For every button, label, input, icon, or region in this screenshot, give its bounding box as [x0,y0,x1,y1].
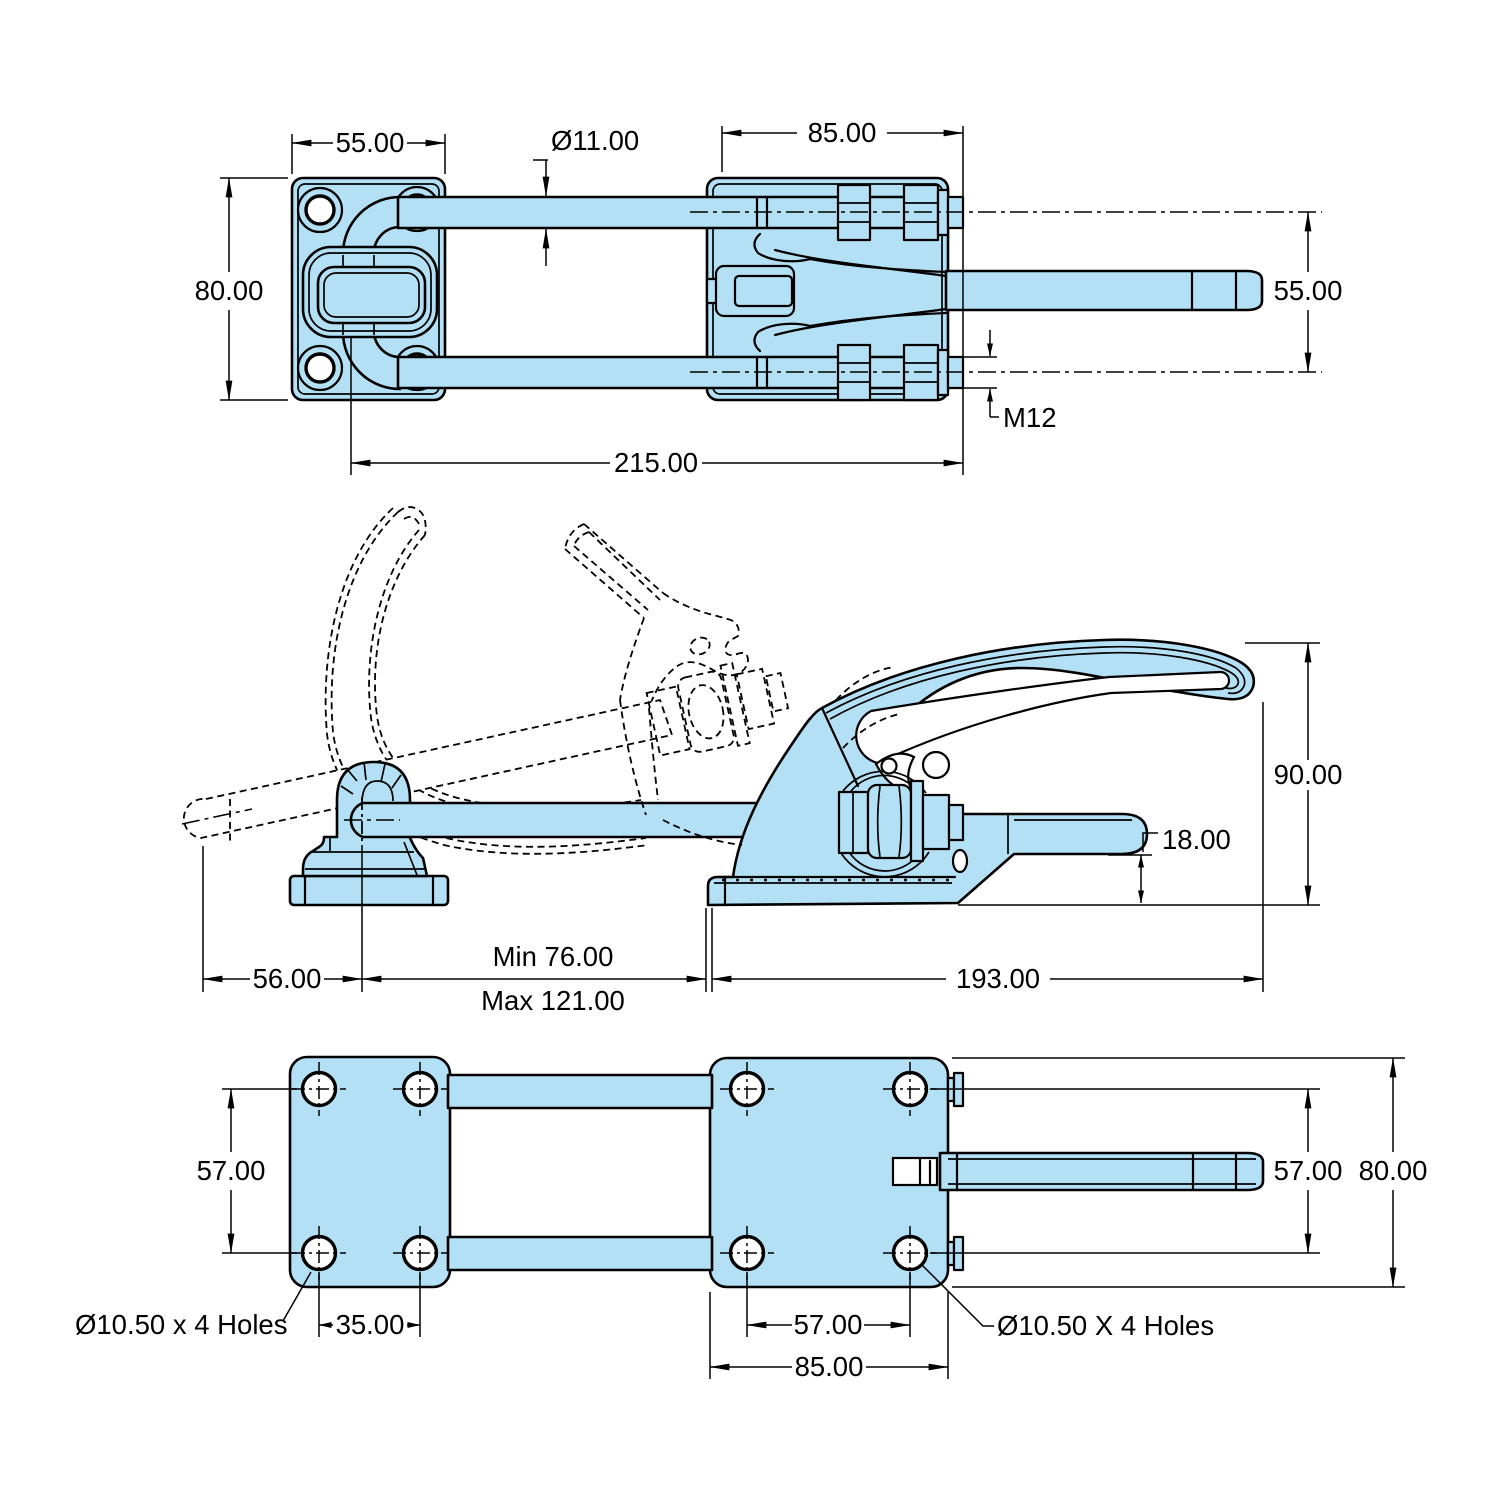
dim-reach-max-label: Max 121.00 [481,985,625,1016]
handle-bottom [938,1151,1265,1192]
dim-base-pitch-v-label: 57.00 [1274,1155,1343,1186]
side-view: 90.00 18.00 56.00 Min 76.00 Max 121.00 1… [181,506,1343,1016]
bottom-view-holes [292,1062,937,1280]
bottom-view: 57.00 35.00 Ø10.50 x 4 Holes 57.00 85.00… [75,1055,1428,1382]
note-base-holes-label: Ø10.50 X 4 Holes [997,1310,1214,1341]
top-view-dimensions: 55.00 Ø11.00 85.00 80.00 55.00 215.00 [195,117,1343,478]
side-view-dimensions: 90.00 18.00 56.00 Min 76.00 Max 121.00 1… [202,642,1343,1016]
phantom-links [619,666,900,846]
dim-body-width-label: 85.00 [808,117,877,148]
handle-top [944,269,1264,312]
toggle-horns [753,232,948,353]
keeper-catch [301,245,439,339]
top-view: 55.00 Ø11.00 85.00 80.00 55.00 215.00 [195,117,1343,478]
dim-plate-width-label: 55.00 [336,127,405,158]
dim-keeper-pitch-h-label: 35.00 [336,1309,405,1340]
dim-height-label: 90.00 [1274,759,1343,790]
clamp-side [706,638,1256,907]
dim-length-label: 193.00 [956,963,1040,994]
dim-base-pitch-h-label: 57.00 [794,1309,863,1340]
rod-lower-bottom [446,1235,714,1272]
rod-side [349,801,877,839]
note-keeper-holes-label: Ø10.50 x 4 Holes [75,1309,287,1340]
rod-upper-bottom [446,1073,714,1110]
pin-hole-small [880,757,898,775]
dim-grip-height-label: 18.00 [1162,824,1231,855]
dim-plate-height-label: 80.00 [195,275,264,306]
bottom-view-dimensions: 57.00 35.00 Ø10.50 x 4 Holes 57.00 85.00… [75,1057,1428,1382]
slot-hole [951,848,969,874]
nut-cluster [837,779,965,863]
hex-nuts-top [836,183,965,402]
tongue [705,264,796,318]
dim-handle-width-label: 55.00 [1274,275,1343,306]
dim-overall-length-label: 215.00 [614,447,698,478]
dim-rod-dia-label: Ø11.00 [551,125,639,156]
dim-thread-label: M12 [1003,402,1057,433]
dim-base-height-label: 80.00 [1359,1155,1428,1186]
keeper-plate-bottom [288,1055,452,1289]
dim-keeper-pitch-v-label: 57.00 [197,1155,266,1186]
dim-rod-offset-label: 56.00 [253,963,322,994]
dim-reach-min-label: Min 76.00 [493,941,614,972]
pin-hole-large [921,750,951,780]
dim-base-width-label: 85.00 [795,1351,864,1382]
